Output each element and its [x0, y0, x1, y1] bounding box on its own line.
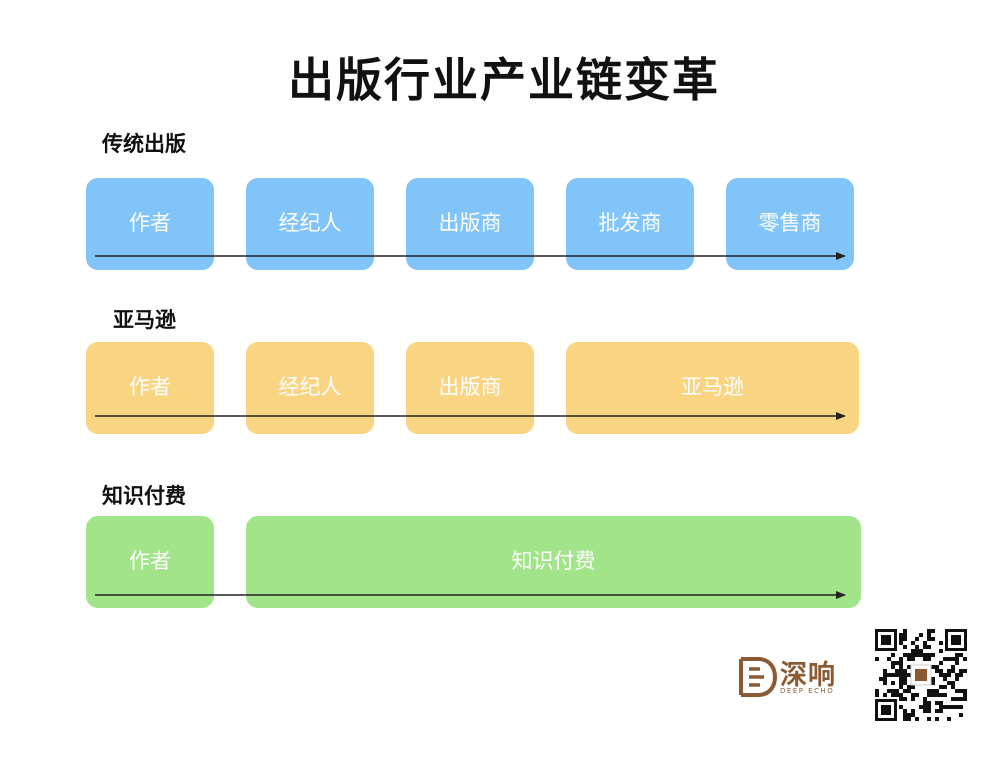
node-retailer-traditional: 零售商 — [726, 178, 854, 270]
node-author-amazon: 作者 — [86, 342, 214, 434]
node-publisher-traditional: 出版商 — [406, 178, 534, 270]
node-agent-traditional: 经纪人 — [246, 178, 374, 270]
brand-name-en: DEEP ECHO — [780, 687, 835, 695]
brand-logo: 深响 DEEP ECHO — [738, 655, 846, 699]
deep-echo-logo-icon — [739, 657, 778, 697]
node-knowledge-payment: 知识付费 — [246, 516, 861, 608]
node-wholesaler-traditional: 批发商 — [566, 178, 694, 270]
section-label-knowledge-payment: 知识付费 — [102, 484, 186, 508]
node-agent-amazon: 经纪人 — [246, 342, 374, 434]
page-title: 出版行业产业链变革 — [288, 53, 720, 107]
node-author-knowledge: 作者 — [86, 516, 214, 608]
qr-code-icon — [875, 629, 967, 721]
brand-name-cn: 深响 — [780, 660, 836, 691]
section-label-amazon: 亚马逊 — [113, 308, 176, 332]
node-amazon: 亚马逊 — [566, 342, 859, 434]
node-publisher-amazon: 出版商 — [406, 342, 534, 434]
section-label-traditional: 传统出版 — [102, 132, 186, 156]
node-author-traditional: 作者 — [86, 178, 214, 270]
